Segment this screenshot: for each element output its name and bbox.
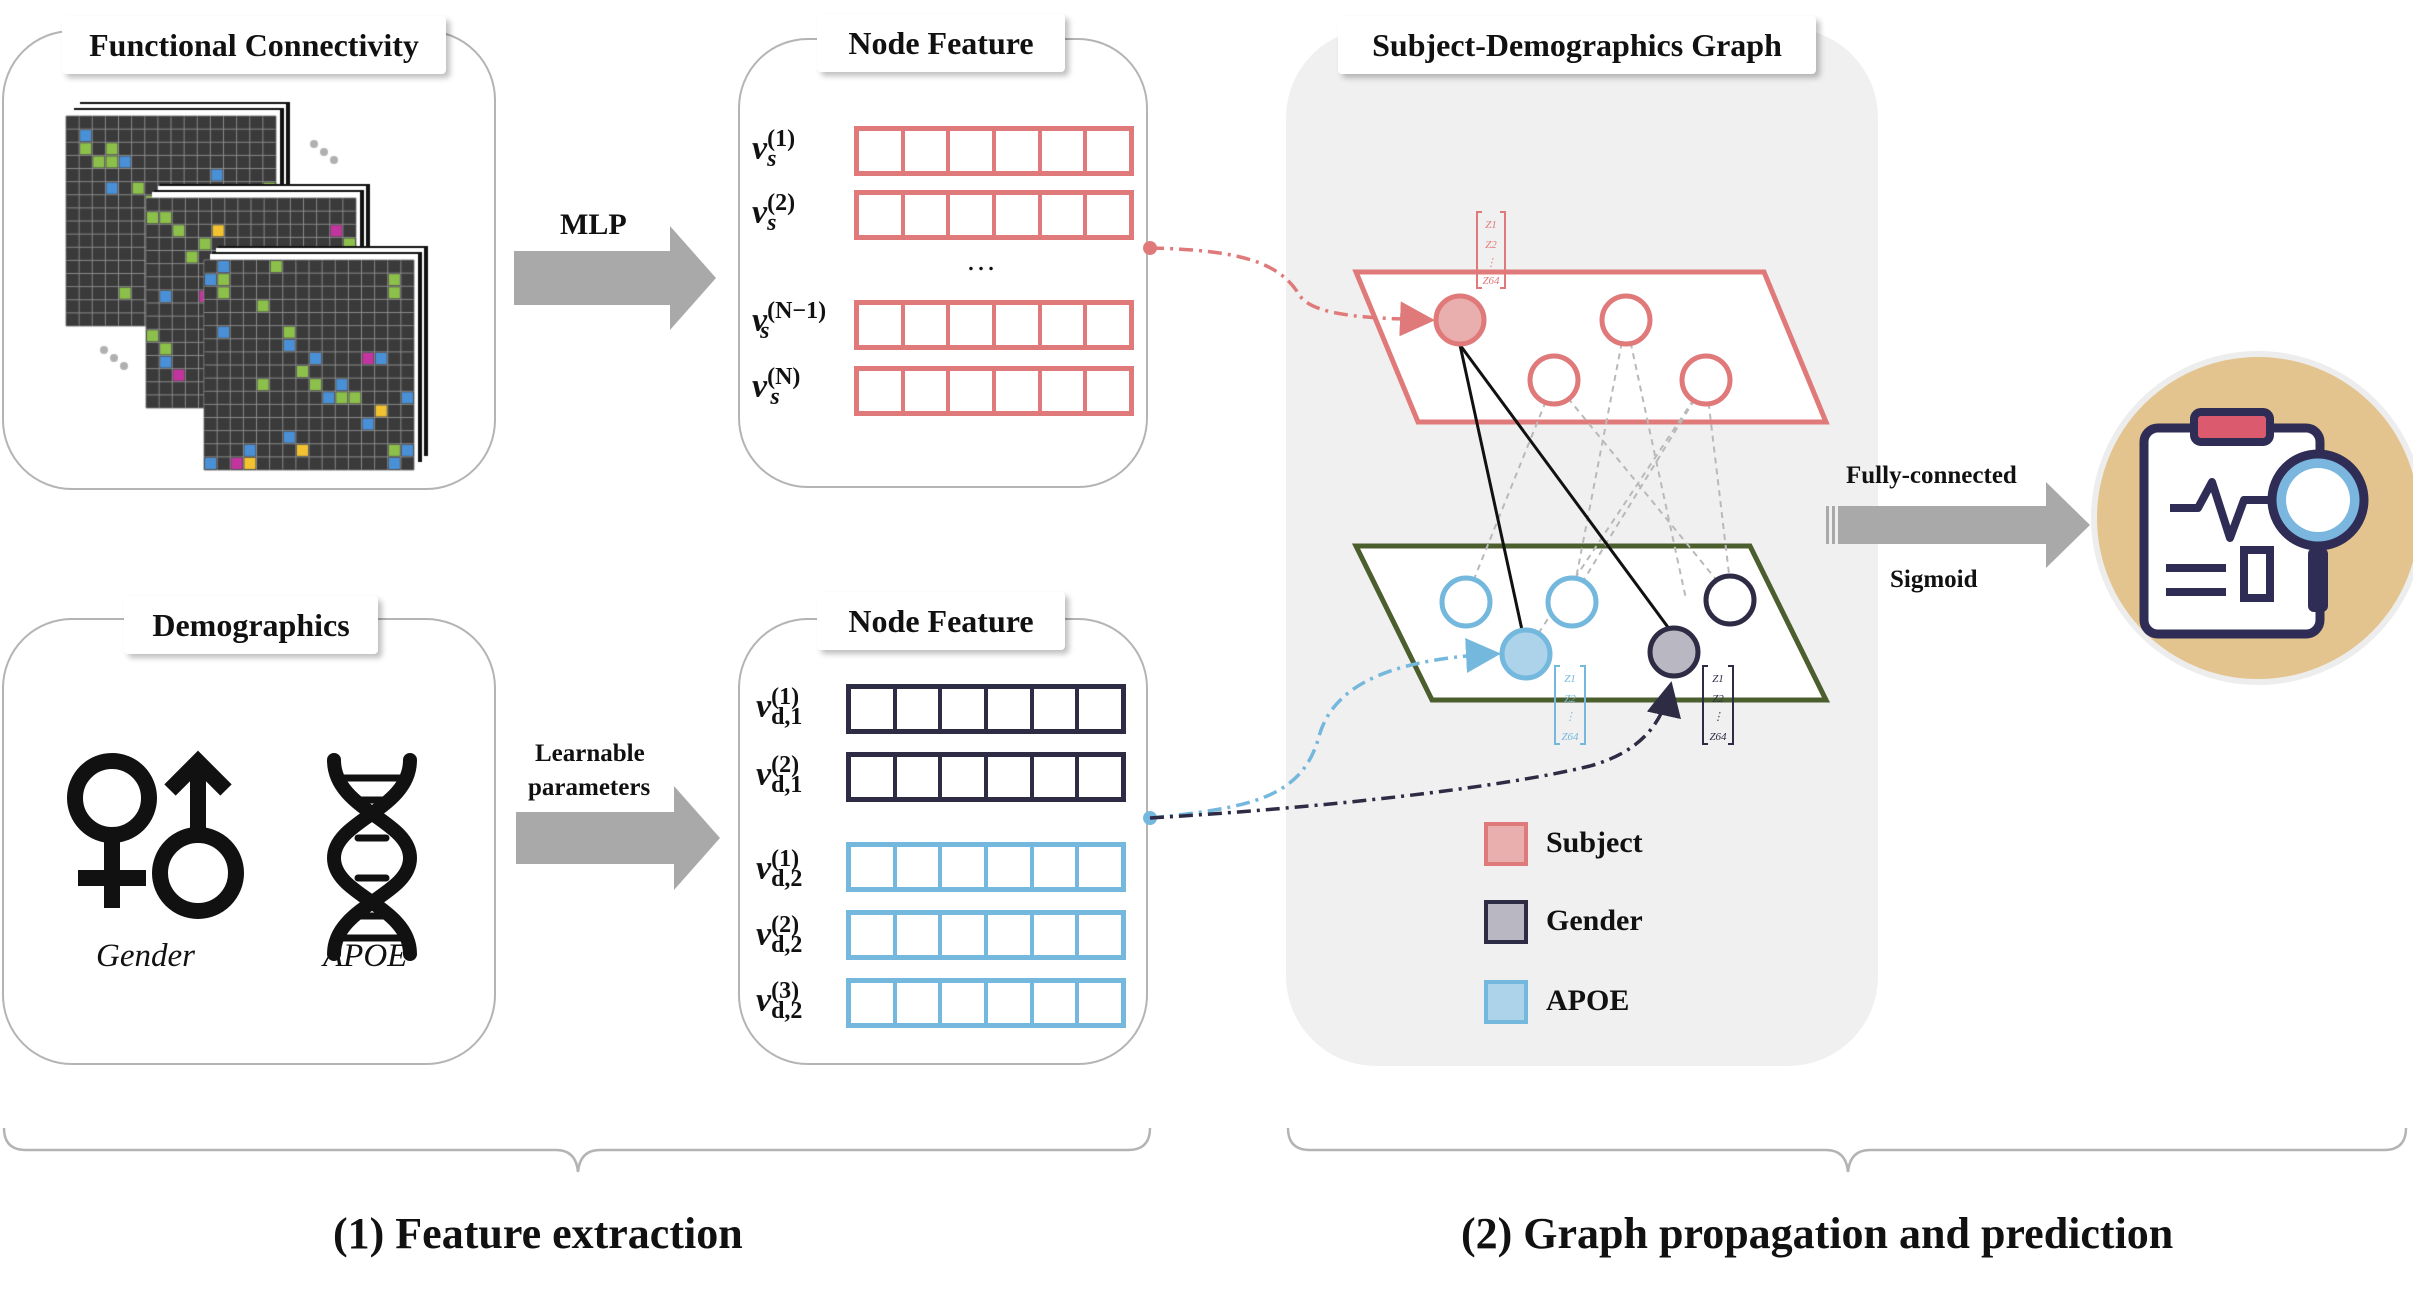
- legend-gender-label: Gender: [1546, 904, 1643, 937]
- subject-vector-label-2: v(2)s: [752, 190, 796, 237]
- gender-embedding-dots: ⋮: [1713, 711, 1724, 723]
- legend-gender-swatch: [1484, 900, 1528, 944]
- male-symbol-icon: [152, 750, 244, 919]
- subject-embedding-z1: Z1: [1485, 219, 1497, 231]
- mlp-label: MLP: [560, 208, 627, 241]
- apoe-to-graph-arrow: [1149, 638, 1501, 820]
- subject-nodes: [1433, 293, 1733, 407]
- gender-vector-label-1: v(1)d,1: [756, 684, 803, 731]
- subject-vector-n: [854, 366, 1134, 416]
- subject-vector-label-n-minus-1: v(N−1)s: [752, 298, 827, 345]
- subject-plane: [1352, 269, 1830, 425]
- apoe-vector-label-3: v(3)d,2: [756, 978, 803, 1025]
- gender-embedding-z1: Z1: [1712, 673, 1724, 685]
- subject-vector-ellipsis: …: [966, 244, 996, 277]
- mlp-arrow: [514, 226, 716, 330]
- apoe-embedding-z64: Z64: [1561, 731, 1579, 743]
- subject-vector-label-n: v(N)s: [752, 364, 801, 411]
- demo-node-feature-panel: [738, 618, 1148, 1065]
- subject-vector-1: [854, 126, 1134, 176]
- prediction-icon: [2091, 351, 2413, 685]
- gender-vector-1: [846, 684, 1126, 734]
- gender-label: Gender: [96, 938, 195, 974]
- apoe-embedding-z1: Z1: [1564, 673, 1576, 685]
- magnifying-glass-icon: [2267, 449, 2369, 612]
- demographics-panel: [2, 618, 496, 1065]
- learnable-arrow: [516, 786, 720, 890]
- gender-embedding-z64: Z64: [1709, 731, 1727, 743]
- highlighted-edges: [1458, 344, 1672, 631]
- subject-node-feature-title: Node Feature: [817, 14, 1065, 72]
- section-graph-propagation: (2) Graph propagation and prediction: [1461, 1209, 2174, 1258]
- apoe-vector-1: [846, 842, 1126, 892]
- learnable-label-line2: parameters: [528, 774, 651, 801]
- subject-vector-2: [854, 190, 1134, 240]
- apoe-embedding-z2: Z2: [1564, 693, 1576, 705]
- subject-to-graph-arrow: [1149, 246, 1435, 337]
- gender-embedding-z2: Z2: [1712, 693, 1724, 705]
- inter-layer-edges: [1465, 320, 1733, 653]
- graph-title: Subject-Demographics Graph: [1338, 16, 1816, 74]
- female-symbol-icon: [67, 753, 157, 908]
- gender-to-graph-arrow: [1149, 681, 1681, 820]
- subject-vector-label-1: v(1)s: [752, 126, 796, 173]
- demographic-nodes: [1439, 573, 1757, 681]
- gender-vector-label-2: v(2)d,1: [756, 752, 803, 799]
- apoe-vector-3: [846, 978, 1126, 1028]
- demo-node-feature-title: Node Feature: [817, 592, 1065, 650]
- apoe-embedding-dots: ⋮: [1565, 711, 1576, 723]
- feature-extraction-brace: [2, 1127, 1152, 1173]
- apoe-vector-label-1: v(1)d,2: [756, 846, 803, 893]
- subject-vector-n-minus-1: [854, 300, 1134, 350]
- sigmoid-label: Sigmoid: [1890, 566, 1978, 593]
- legend-apoe-label: APOE: [1546, 984, 1630, 1017]
- legend-apoe-swatch: [1484, 980, 1528, 1024]
- graph-propagation-brace: [1286, 1127, 2408, 1173]
- apoe-vector-2: [846, 910, 1126, 960]
- learnable-label-line1: Learnable: [535, 740, 645, 767]
- output-arrow: [1826, 482, 2090, 568]
- subject-embedding-z2: Z2: [1485, 239, 1497, 251]
- connectivity-matrix-stack: [0, 30, 500, 490]
- demographics-title: Demographics: [124, 596, 378, 654]
- gender-vector-2: [846, 752, 1126, 802]
- legend-subject-label: Subject: [1546, 826, 1643, 859]
- apoe-vector-label-2: v(2)d,2: [756, 912, 803, 959]
- legend-subject-swatch: [1484, 822, 1528, 866]
- fully-connected-label: Fully-connected: [1846, 462, 2017, 489]
- dna-helix-icon: [326, 753, 418, 961]
- subject-embedding-vector: [1476, 211, 1506, 289]
- subject-embedding-dots: ⋮: [1486, 257, 1497, 269]
- gender-embedding-vector: [1702, 665, 1734, 745]
- apoe-embedding-vector: [1554, 665, 1586, 745]
- section-feature-extraction: (1) Feature extraction: [333, 1209, 743, 1258]
- subject-embedding-z64: Z64: [1482, 275, 1500, 287]
